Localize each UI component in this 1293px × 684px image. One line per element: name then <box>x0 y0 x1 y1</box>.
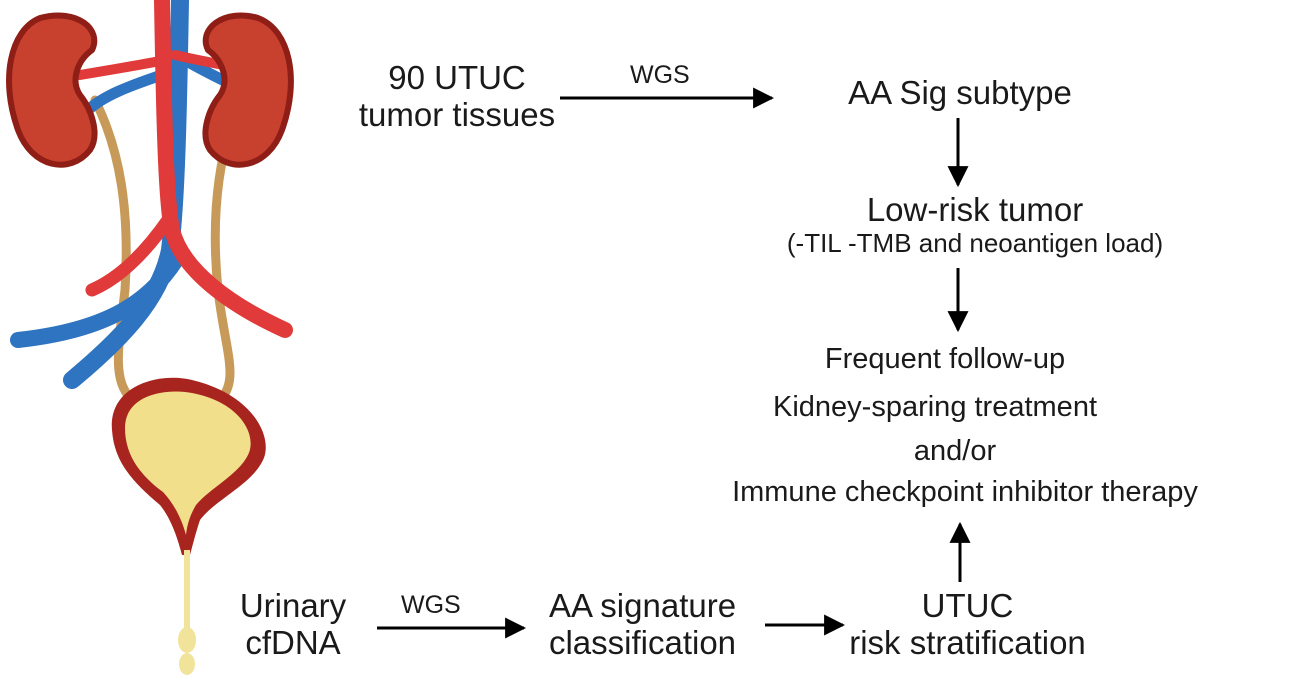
utuc-line2: risk stratification <box>849 623 1086 661</box>
signature-line2: classification <box>548 623 737 661</box>
kidney-sparing-text: Kidney-sparing treatment <box>773 391 1097 423</box>
immune-therapy-text: Immune checkpoint inhibitor therapy <box>732 476 1198 508</box>
urinary-cfdna-node: Urinary cfDNA <box>218 587 368 662</box>
aa-signature-node: AA signature classification <box>520 587 765 662</box>
bladder-icon <box>111 377 266 555</box>
followup-text: Frequent follow-up <box>824 343 1066 375</box>
utuc-line1: UTUC <box>921 587 1014 624</box>
urinary-line2: cfDNA <box>245 623 341 661</box>
tissues-line1: 90 UTUC <box>388 59 526 96</box>
urinary-system-illustration <box>6 0 294 675</box>
lowrisk-line1: Low-risk tumor <box>866 191 1084 228</box>
andor-text: and/or <box>913 435 997 467</box>
urine-drop-icon <box>178 550 196 675</box>
low-risk-tumor-node: Low-risk tumor (-TIL -TMB and neoantigen… <box>720 191 1230 258</box>
signature-line1: AA signature <box>548 587 737 624</box>
top-wgs-label: WGS <box>630 61 690 89</box>
kidney-icon <box>6 12 294 168</box>
bottom-wgs-label: WGS <box>401 591 461 619</box>
lowrisk-line2: (-TIL -TMB and neoantigen load) <box>786 227 1164 258</box>
utuc-risk-node: UTUC risk stratification <box>825 587 1110 662</box>
tissues-line2: tumor tissues <box>358 95 556 133</box>
urinary-line1: Urinary <box>239 587 347 624</box>
aa-sig-subtype-node: AA Sig subtype <box>848 74 1072 111</box>
tumor-tissues-node: 90 UTUC tumor tissues <box>352 59 562 134</box>
